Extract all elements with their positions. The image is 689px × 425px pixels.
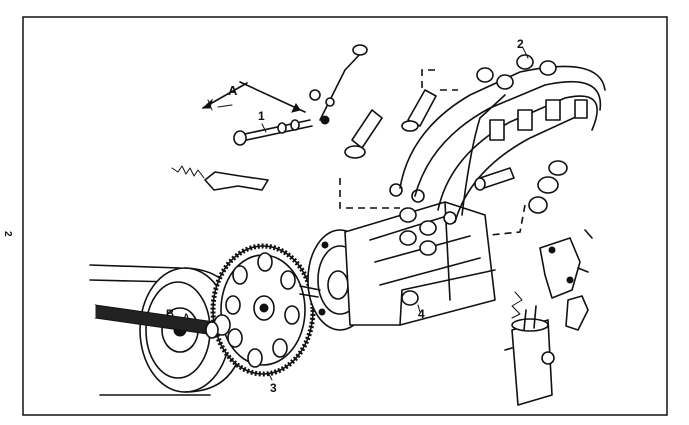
pulley-mark-b: B [166, 308, 174, 320]
bracket-filter [504, 229, 593, 406]
callout-1: 1 [258, 109, 265, 123]
injection-pump: 4 [299, 183, 496, 331]
callout-4: 4 [418, 307, 425, 321]
dimension-a: A [228, 83, 238, 98]
timing-gear: 3 [205, 243, 316, 395]
throttle-linkage: A 1 [171, 44, 368, 191]
margin-mark: 2 [2, 231, 13, 237]
diagram-frame [22, 16, 668, 416]
solenoid-fittings [339, 69, 568, 236]
pulley-mark-a: A [183, 312, 190, 322]
callout-2: 2 [517, 37, 524, 51]
injector-pipes: 2 [399, 37, 606, 223]
callout-3: 3 [270, 381, 277, 395]
